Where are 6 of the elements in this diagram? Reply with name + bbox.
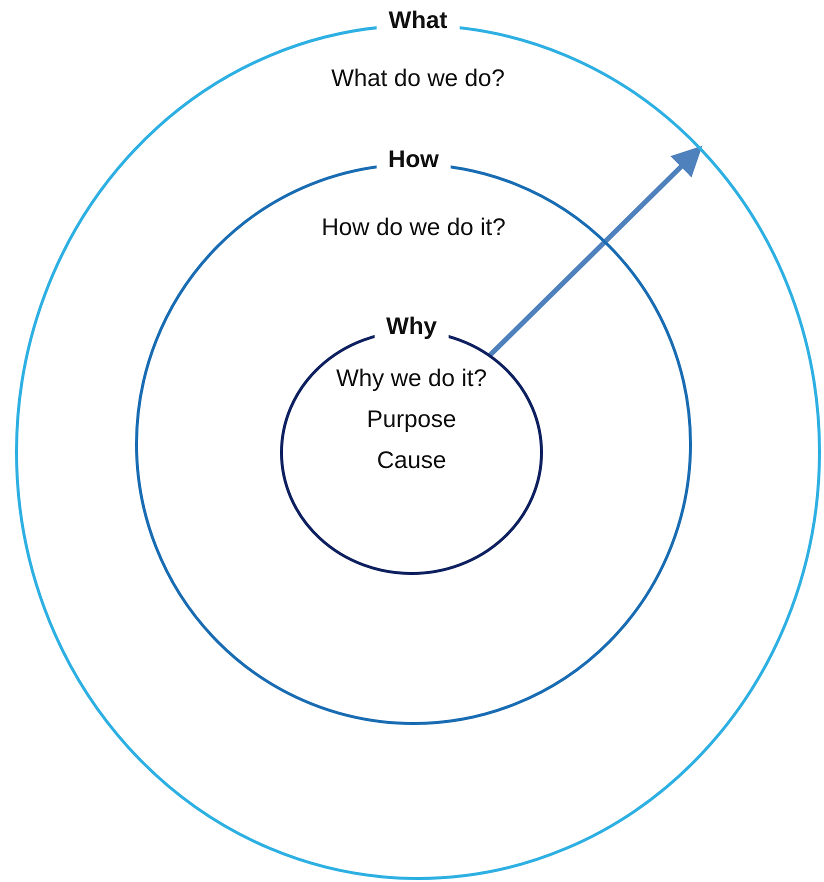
circle-text: How do we do it? <box>321 213 506 243</box>
circle-text: Purpose <box>366 405 456 435</box>
arrow <box>488 146 702 358</box>
circle-text: What do we do? <box>331 64 505 94</box>
circle-text: Why we do it? <box>336 364 487 394</box>
circle-text: Cause <box>376 446 446 476</box>
